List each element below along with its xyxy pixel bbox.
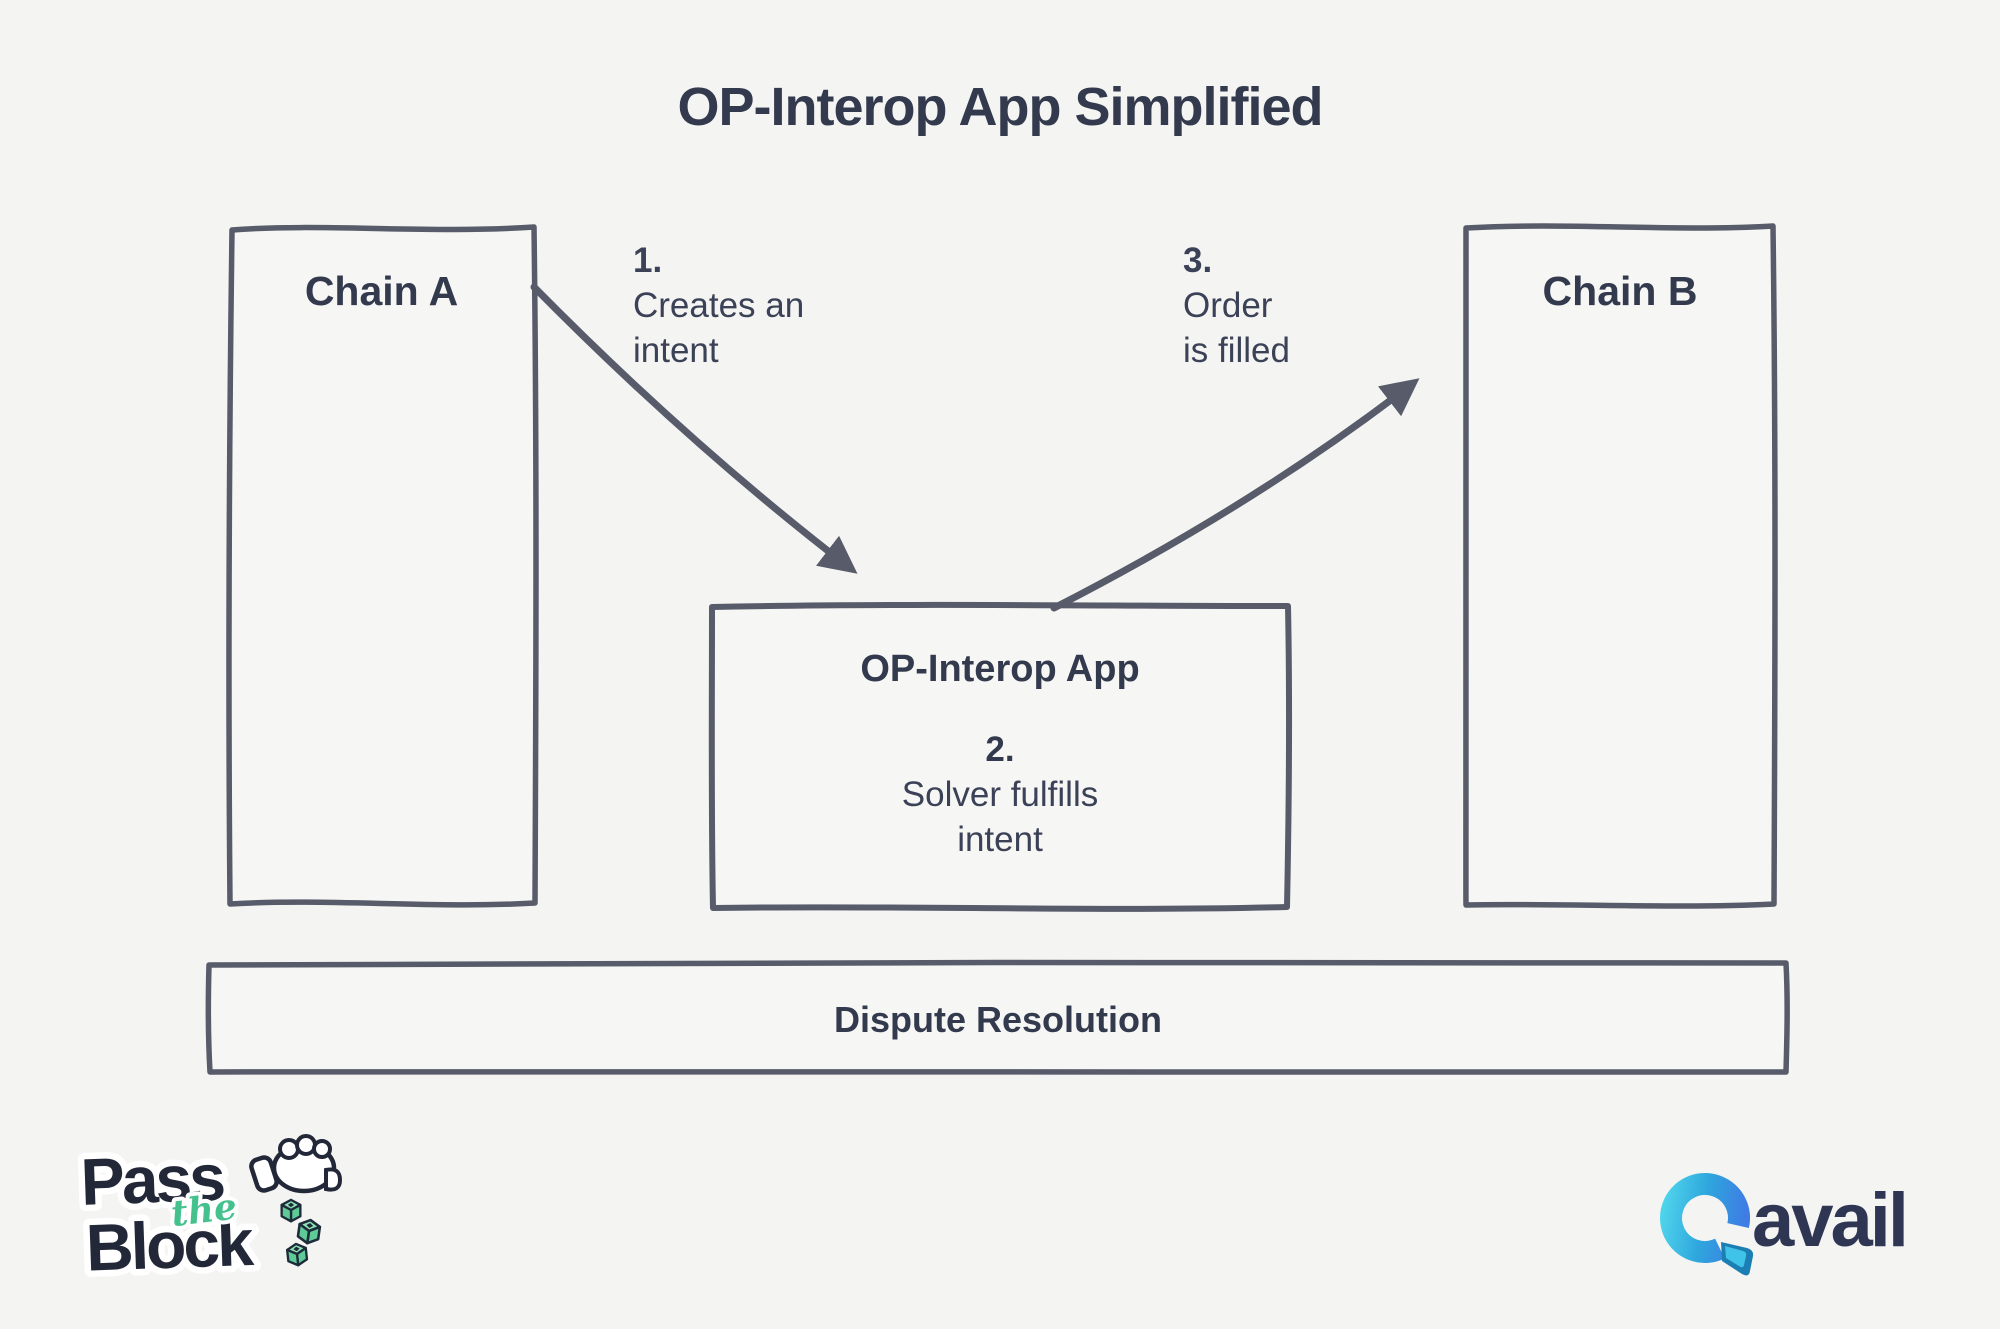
dice-icons [280, 1198, 322, 1267]
interop-app-title: OP-Interop App [860, 648, 1140, 690]
avail-wordmark: avail [1752, 1178, 1906, 1263]
step2-line2: intent [957, 820, 1043, 859]
chain-b-label: Chain B [1542, 268, 1698, 314]
avail-logo: avail [1660, 1173, 1909, 1276]
chain-b-box [1462, 223, 1778, 909]
step1-number: 1. [633, 241, 663, 280]
interop-app-box [708, 601, 1293, 912]
pass-the-block-logo: Pass Block the [73, 1133, 343, 1291]
dispute-resolution-label: Dispute Resolution [833, 999, 1162, 1040]
step3-annotation: 3. Order is filled [1183, 238, 1290, 373]
step3-number: 3. [1183, 241, 1213, 280]
arrow-order-filled [1050, 378, 1420, 612]
page-title: OP-Interop App Simplified [677, 77, 1324, 137]
ptb-word-pass: Pass [79, 1140, 224, 1219]
interop-app-content: OP-Interop App 2. Solver fulfills intent [712, 648, 1288, 862]
arrow-create-intent [530, 283, 858, 574]
step2-line1: Solver fulfills [901, 775, 1099, 814]
step3-line2: is filled [1183, 331, 1290, 370]
step1-line2: intent [633, 331, 719, 370]
avail-ring-icon [1660, 1173, 1754, 1276]
chain-a-label: Chain A [304, 268, 459, 314]
step3-line1: Order [1183, 286, 1273, 325]
step2-number: 2. [985, 730, 1015, 769]
ptb-word-the: the [169, 1185, 239, 1235]
fist-icon [249, 1134, 343, 1194]
step1-line1: Creates an [633, 286, 805, 325]
step1-annotation: 1. Creates an intent [633, 238, 804, 373]
ptb-word-block: Block [85, 1205, 256, 1285]
chain-a-box [226, 224, 539, 908]
dispute-resolution-bar [205, 959, 1790, 1077]
